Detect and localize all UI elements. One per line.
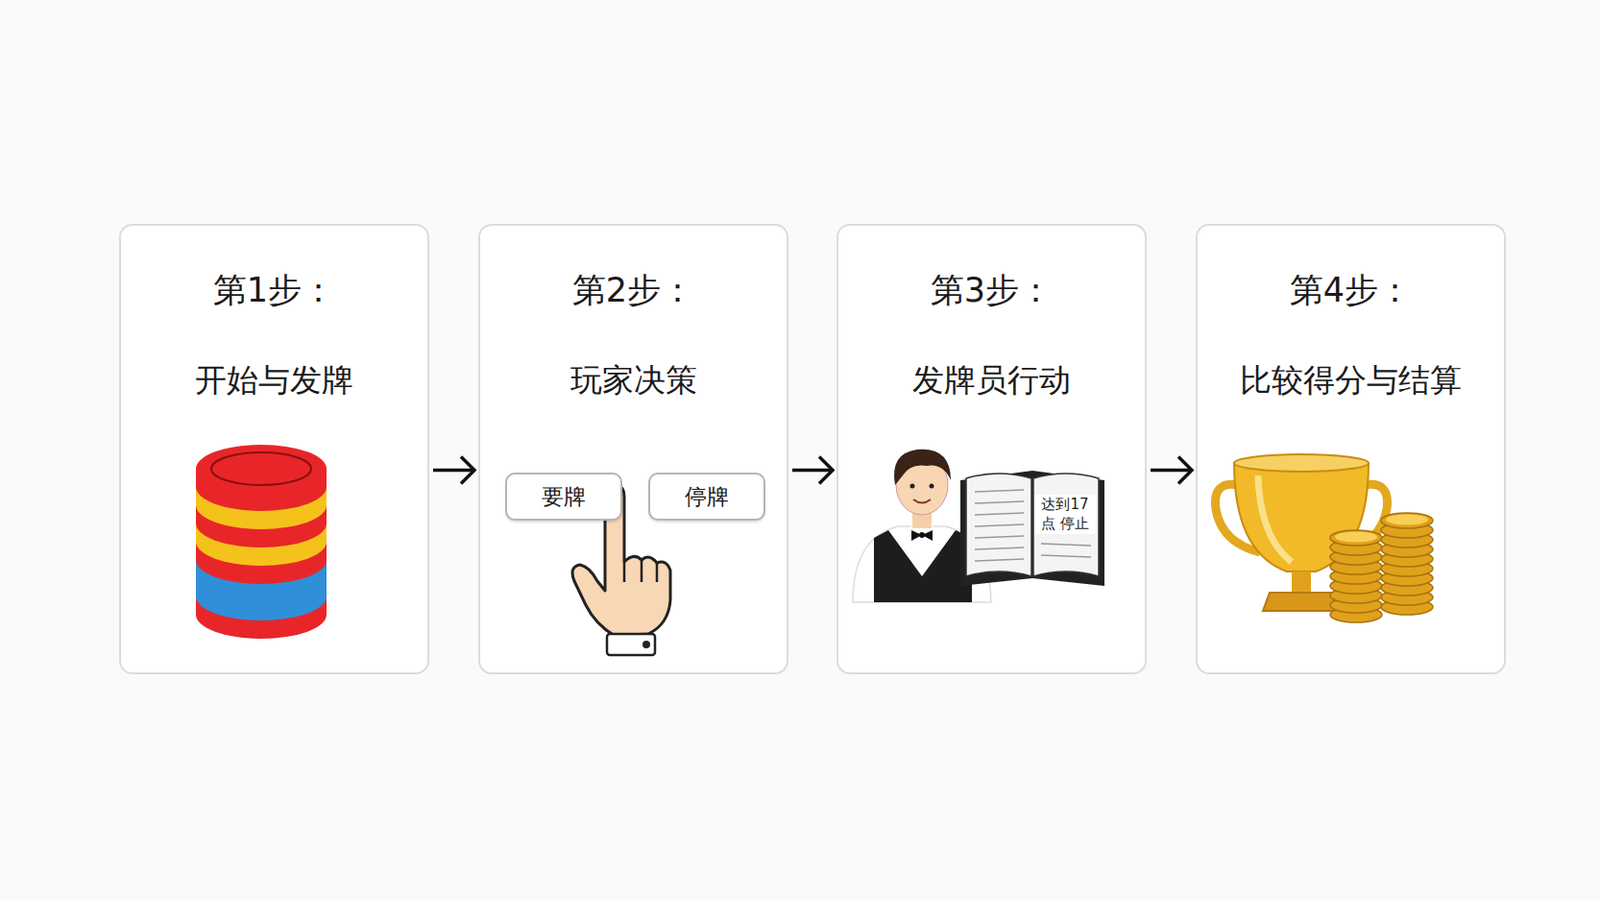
button-label: 要牌	[507, 482, 621, 512]
button-label: 停牌	[650, 482, 764, 512]
book-note: 达到17点 停止	[1034, 494, 1096, 534]
arrow-shaft	[792, 468, 833, 473]
step-card: 第3步： 发牌员行动	[836, 223, 1147, 675]
arrow-shaft	[1150, 468, 1192, 473]
arrow-head	[1178, 457, 1192, 485]
coin	[1330, 530, 1382, 546]
choice-button: 停牌	[648, 472, 766, 521]
choice-button: 要牌	[505, 472, 623, 521]
coin-face	[1334, 532, 1378, 543]
step-title: 开始与发牌	[121, 359, 428, 403]
flow-arrow	[1150, 457, 1192, 485]
step-title: 发牌员行动	[838, 359, 1145, 403]
step-title: 玩家决策	[480, 359, 787, 403]
step-number: 第2步：	[480, 267, 787, 314]
gold-coins	[1330, 512, 1433, 623]
step-number: 第4步：	[1197, 267, 1504, 314]
arrow-head	[460, 457, 475, 485]
step-number: 第1步：	[121, 267, 428, 314]
trophy	[1215, 454, 1388, 611]
poker-chips	[195, 444, 327, 639]
chip-layer	[195, 444, 327, 493]
coin	[1381, 512, 1433, 529]
rule-book	[960, 470, 1105, 586]
flow-arrow	[792, 457, 833, 485]
flow-arrow	[433, 457, 475, 485]
step-number: 第3步：	[838, 267, 1145, 314]
pointing-hand	[572, 484, 671, 655]
arrow-shaft	[433, 468, 475, 473]
arrow-head	[819, 457, 833, 485]
step-title: 比较得分与结算	[1197, 359, 1504, 403]
coin-face	[1385, 514, 1429, 526]
chip-top-ring	[211, 452, 312, 485]
